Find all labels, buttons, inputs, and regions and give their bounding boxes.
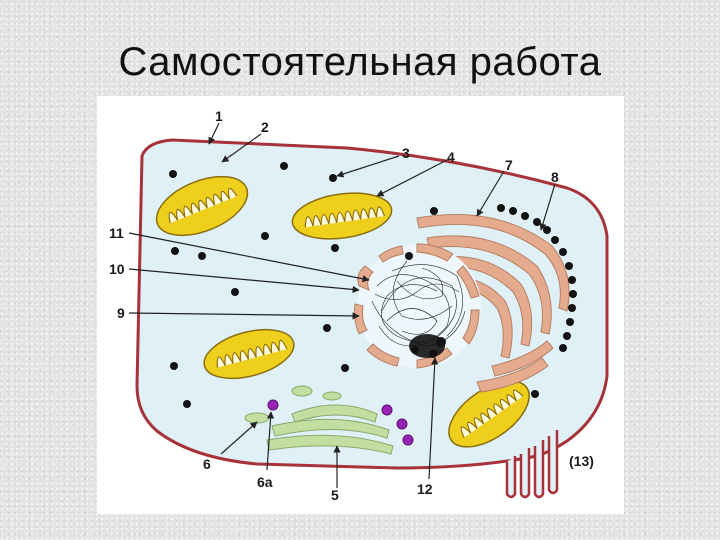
pointer-lines bbox=[128, 122, 556, 488]
label-3: 3 bbox=[402, 145, 410, 161]
label-6a: 6а bbox=[257, 474, 273, 490]
cell-diagram: 1 2 3 4 7 8 11 10 9 6 6а 5 12 (13) bbox=[97, 96, 624, 514]
label-13: (13) bbox=[569, 453, 594, 469]
microvilli bbox=[505, 430, 559, 499]
nuclear-envelope bbox=[354, 243, 480, 369]
mitochondrion-4 bbox=[448, 380, 530, 448]
free-ribosomes bbox=[169, 162, 539, 408]
cell-diagram-svg: 1 2 3 4 7 8 11 10 9 6 6а 5 12 (13) bbox=[109, 108, 609, 503]
mitochondrion-3 bbox=[203, 328, 295, 380]
nucleolus bbox=[409, 334, 446, 358]
label-4: 4 bbox=[447, 149, 455, 165]
label-2: 2 bbox=[261, 119, 269, 135]
mitochondrion-1 bbox=[155, 175, 249, 237]
label-11: 11 bbox=[109, 225, 124, 241]
label-6: 6 bbox=[203, 456, 211, 472]
label-5: 5 bbox=[331, 487, 339, 503]
secretory-vesicles bbox=[267, 399, 414, 446]
label-10: 10 bbox=[109, 261, 125, 277]
label-1: 1 bbox=[215, 108, 223, 124]
nucleus bbox=[354, 243, 481, 369]
label-9: 9 bbox=[117, 305, 125, 321]
mitochondrion-2 bbox=[291, 192, 393, 240]
golgi-apparatus bbox=[244, 385, 394, 455]
label-12: 12 bbox=[417, 481, 433, 497]
label-8: 8 bbox=[551, 169, 559, 185]
ribosomes-on-er bbox=[497, 204, 577, 352]
endoplasmic-reticulum bbox=[416, 214, 570, 393]
slide-title: Самостоятельная работа bbox=[118, 40, 602, 84]
label-7: 7 bbox=[505, 157, 513, 173]
